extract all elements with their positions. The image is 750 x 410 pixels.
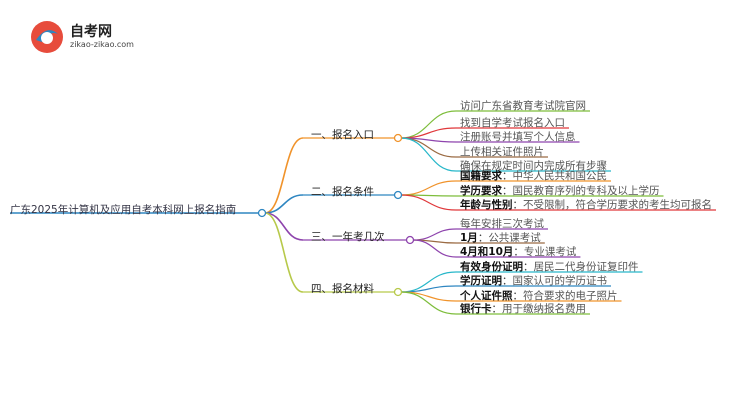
branch-topic: 二、报名条件 [311,186,374,198]
leaf-topic: 个人证件照：符合要求的电子照片 [460,290,618,303]
connector-curve [264,137,304,214]
leaf-topic: 银行卡：用于缴纳报名费用 [460,303,586,316]
leaf-separator: ： [512,199,524,211]
leaf-key: 1月 [460,232,478,244]
leaf-topic: 每年安排三次考试 [460,218,544,230]
branch-topic: 三、一年考几次 [311,231,385,243]
leaf-key: 国籍要求 [460,170,502,182]
leaf-separator: ： [502,170,513,182]
leaf-key: 个人证件照 [460,290,513,302]
leaf-detail: 公共课考试 [488,232,541,244]
connector-curve [264,212,304,293]
connector-curve [400,110,457,139]
leaf-key: 4月和10月 [460,246,514,258]
leaf-separator: ： [502,185,513,197]
leaf-topic: 1月：公共课考试 [460,232,541,245]
leaf-topic: 国籍要求：中华人民共和国公民 [460,170,607,183]
connector-curve [264,212,304,241]
leaf-topic: 学历要求：国民教育序列的专科及以上学历 [460,185,660,198]
logo-url: zikao-zikao.com [70,40,134,49]
leaf-detail: 专业课考试 [523,246,577,258]
root-topic: 广东2025年计算机及应用自考本科网上报名指南 [10,204,237,216]
leaf-key: 学历证明 [460,275,502,287]
leaf-detail: 居民二代身份证复印件 [533,261,639,273]
leaf-detail: 用于缴纳报名费用 [502,303,586,315]
leaf-topic: 访问广东省教育考试院官网 [460,100,586,112]
leaf-separator: ： [523,261,534,273]
leaf-topic: 上传相关证件照片 [460,146,544,158]
leaf-topic: 年龄与性别：不受限制，符合学历要求的考生均可报名 [460,199,712,212]
leaf-detail: 符合要求的电子照片 [523,290,618,302]
node-junction-dot [393,190,403,200]
connector-curve [400,180,457,196]
connector-curve [400,137,457,172]
logo-icon [31,21,63,53]
connector-curve [400,194,457,211]
connector-curve [412,239,457,258]
leaf-separator: ： [512,290,524,302]
logo-title: 自考网 [70,24,112,40]
leaf-detail: 国民教育序列的专科及以上学历 [512,185,660,197]
node-junction-dot [393,287,403,297]
leaf-detail: 国家认可的学历证书 [512,275,608,287]
node-junction-dot [405,235,415,245]
leaf-key: 年龄与性别 [460,199,513,211]
connector-curve [264,194,304,214]
leaf-detail: 中华人民共和国公民 [512,170,608,182]
leaf-topic: 学历证明：国家认可的学历证书 [460,275,607,288]
leaf-topic: 确保在规定时间内完成所有步骤 [460,160,607,172]
leaf-key: 学历要求 [460,185,502,197]
leaf-separator: ： [477,232,489,244]
leaf-topic: 注册账号并填写个人信息 [460,131,576,143]
leaf-separator: ： [513,246,524,258]
leaf-separator: ： [502,275,513,287]
node-junction-dot [257,208,267,218]
branch-topic: 一、报名入口 [311,129,374,141]
connector-curve [400,291,457,315]
leaf-topic: 找到自学考试报名入口 [460,117,565,129]
branch-topic: 四、报名材料 [311,283,374,295]
leaf-separator: ： [491,303,503,315]
leaf-key: 银行卡 [460,303,492,315]
leaf-topic: 4月和10月：专业课考试 [460,246,576,259]
leaf-topic: 有效身份证明：居民二代身份证复印件 [460,261,639,274]
connector-curve [412,228,457,241]
leaf-detail: 不受限制，符合学历要求的考生均可报名 [523,199,712,211]
node-junction-dot [393,133,403,143]
leaf-key: 有效身份证明 [460,261,523,273]
